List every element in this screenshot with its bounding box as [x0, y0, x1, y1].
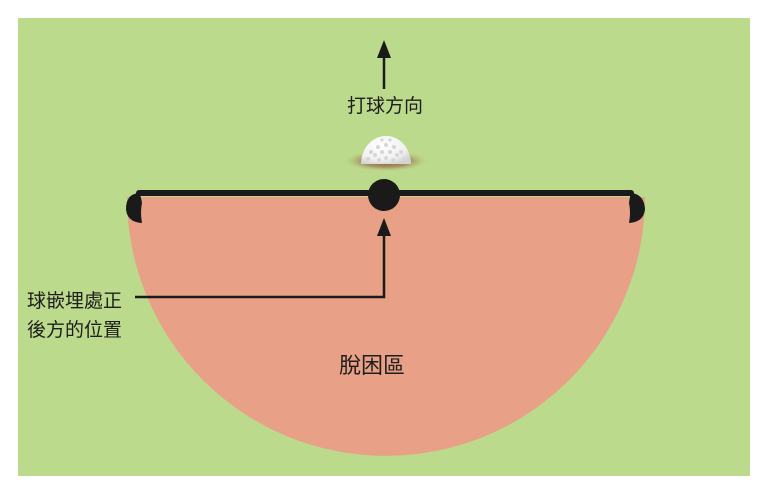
reference-point-dot [368, 179, 400, 211]
hit-direction-label: 打球方向 [346, 95, 423, 117]
relief-area-label: 脫困區 [339, 354, 406, 379]
leader-arrow [135, 218, 391, 299]
embedded-spot-label: 球嵌埋處正 後方的位置 [27, 287, 122, 345]
boundary-end-right [629, 193, 645, 223]
embedded-spot-label-line2: 後方的位置 [27, 319, 123, 341]
arrow-up-icon [377, 40, 391, 89]
boundary-end-left [126, 193, 142, 223]
golf-ball-icon [361, 135, 411, 164]
embedded-spot-label-line1: 球嵌埋處正 [27, 290, 123, 312]
relief-area-zone [127, 197, 645, 456]
